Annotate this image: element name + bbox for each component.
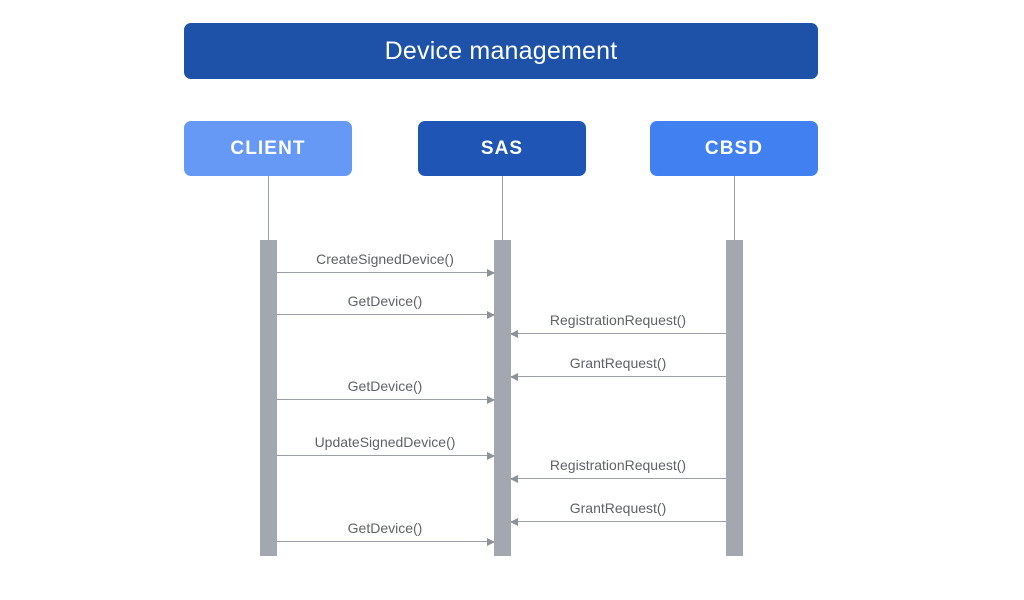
lifeline-sas <box>502 176 503 240</box>
message-label: UpdateSignedDevice() <box>314 434 456 450</box>
participant-header-sas[interactable]: SAS <box>418 121 586 176</box>
message-line <box>276 314 494 315</box>
message-label: RegistrationRequest() <box>549 457 687 473</box>
lifeline-cbsd <box>734 176 735 240</box>
participant-header-cbsd[interactable]: CBSD <box>650 121 818 176</box>
message-label: GetDevice() <box>347 293 423 309</box>
participant-label-cbsd: CBSD <box>704 138 764 159</box>
activation-bar-sas[interactable] <box>494 240 511 556</box>
arrow-head-right-icon <box>486 268 495 277</box>
arrow-head-left-icon <box>509 517 518 526</box>
message-line <box>510 376 726 377</box>
message-line <box>510 521 726 522</box>
message-label: GetDevice() <box>347 520 423 536</box>
message-label: GetDevice() <box>347 378 423 394</box>
diagram-title-bar: Device management <box>184 23 818 79</box>
participant-label-sas: SAS <box>480 138 524 159</box>
lifeline-client <box>268 176 269 240</box>
message-line <box>276 541 494 542</box>
arrow-head-right-icon <box>486 451 495 460</box>
message-line <box>276 272 494 273</box>
arrow-head-right-icon <box>486 537 495 546</box>
message-label: CreateSignedDevice() <box>316 251 454 267</box>
activation-bar-cbsd[interactable] <box>726 240 743 556</box>
diagram-title: Device management <box>384 36 618 65</box>
message-label: RegistrationRequest() <box>549 312 687 328</box>
activation-bar-client[interactable] <box>260 240 277 556</box>
arrow-head-left-icon <box>509 329 518 338</box>
message-line <box>276 399 494 400</box>
participant-label-client: CLIENT <box>230 138 306 159</box>
message-line <box>510 478 726 479</box>
message-line <box>276 455 494 456</box>
arrow-head-left-icon <box>509 372 518 381</box>
message-label: GrantRequest() <box>569 500 667 516</box>
arrow-head-right-icon <box>486 395 495 404</box>
arrow-head-left-icon <box>509 474 518 483</box>
participant-header-client[interactable]: CLIENT <box>184 121 352 176</box>
message-label: GrantRequest() <box>569 355 667 371</box>
arrow-head-right-icon <box>486 310 495 319</box>
message-line <box>510 333 726 334</box>
